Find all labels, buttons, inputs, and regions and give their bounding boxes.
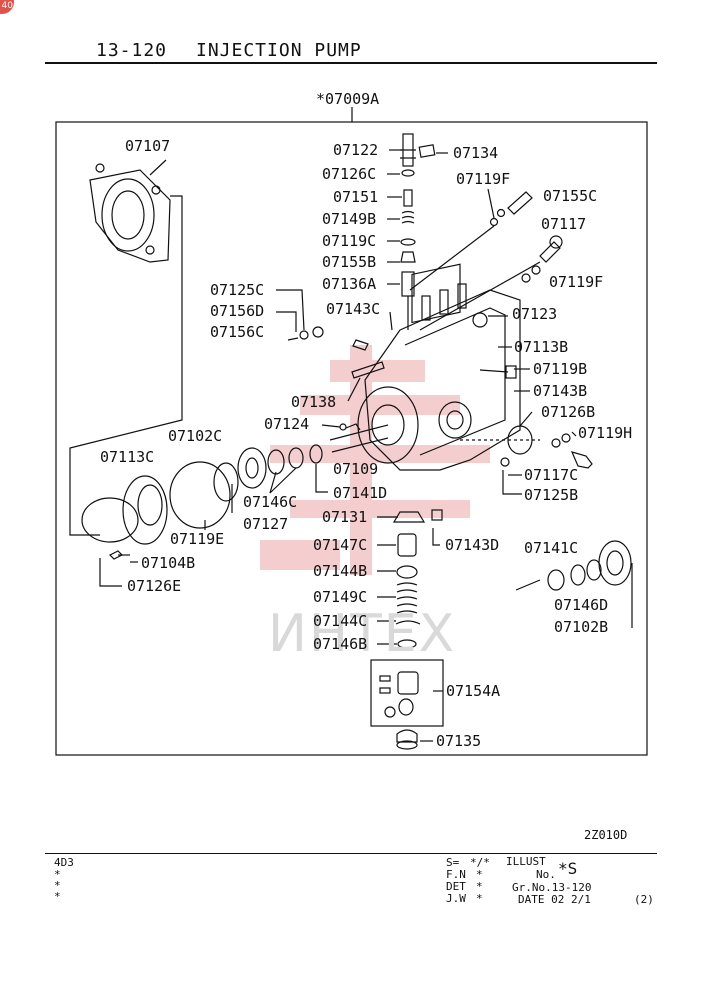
footer-rule (45, 853, 657, 854)
part-label: 07125C (210, 281, 265, 299)
header-rule (45, 62, 657, 64)
part-label: 07149C (313, 588, 368, 606)
part-label: 07146B (313, 635, 368, 653)
part-label: 07147C (313, 536, 368, 554)
date: DATE 02 2/1 (518, 893, 591, 906)
footer-row-val: */* (470, 856, 490, 869)
part-label: 07151 (333, 188, 379, 206)
leader-lines (99, 149, 577, 742)
part-label: 07156C (210, 323, 265, 341)
footer-left-code: 4D3 (54, 856, 74, 869)
part-label: 07146C (243, 493, 298, 511)
part-label: 07123 (512, 305, 558, 323)
part-label: 07119B (533, 360, 588, 378)
footer-left-mark: * (54, 890, 61, 903)
part-label: 07154A (446, 682, 501, 700)
part-label: 07126C (322, 165, 377, 183)
housing-07107 (69, 163, 183, 536)
part-label: 07136A (322, 275, 377, 293)
part-label: 07119F (549, 273, 604, 291)
corner-badge: 40 (0, 0, 14, 14)
part-label: 07102C (168, 427, 223, 445)
part-label: 07104B (141, 554, 196, 572)
part-label: 07149B (322, 210, 377, 228)
part-label: 07119C (322, 232, 377, 250)
group-number: Gr.No.13-120 (512, 881, 592, 894)
part-label: 07135 (436, 732, 482, 750)
footer-row-key: F.N (446, 868, 466, 881)
part-label: 07113C (100, 448, 155, 466)
footer-row-val: * (476, 868, 483, 881)
assembly-label: *07009A (316, 90, 380, 108)
part-label: 07119E (170, 530, 225, 548)
right-upper-parts (409, 191, 563, 331)
page-number: 13-120 (96, 40, 168, 61)
no-label: No. (536, 868, 556, 881)
footer-row-key: DET (446, 880, 466, 893)
assembly-frame (55, 107, 648, 756)
part-label: 07155B (322, 253, 377, 271)
part-label: 07156D (210, 302, 265, 320)
part-label: 07122 (333, 141, 379, 159)
part-label: 07119F (456, 170, 511, 188)
delivery-valve-stack (400, 133, 436, 330)
illust-no: *S (558, 859, 578, 878)
part-label: 07102B (554, 618, 609, 636)
part-label: 07138 (291, 393, 337, 411)
footer-row-key: J.W (446, 892, 466, 905)
part-label: 07143B (533, 382, 588, 400)
part-label: 07141C (524, 539, 579, 557)
footer-row-val: * (476, 892, 483, 905)
part-label: 07143C (326, 300, 381, 318)
part-label: 07107 (125, 137, 171, 155)
left-small-parts (287, 326, 385, 431)
part-label: 07127 (243, 515, 289, 533)
coupling-group (81, 444, 323, 560)
part-label: 07144B (313, 562, 368, 580)
pump-body (329, 263, 521, 471)
part-label: 07117 (541, 215, 587, 233)
footer-left-mark: * (54, 868, 61, 881)
part-label: 07126E (127, 577, 182, 595)
governor-column (370, 509, 444, 750)
illust-code: 2Z010D (584, 828, 628, 842)
footer-left-mark: * (54, 879, 61, 892)
part-label: 07124 (264, 415, 310, 433)
illust-label: ILLUST (506, 855, 546, 868)
part-label: 07125B (524, 486, 579, 504)
page-title: INJECTION PUMP (196, 40, 362, 61)
part-label: 07155C (543, 187, 598, 205)
part-label: 07119H (578, 424, 633, 442)
part-label: 07113B (514, 338, 569, 356)
part-label: 07146D (554, 596, 609, 614)
footer-row-key: S= (446, 856, 460, 869)
bearing-group (515, 540, 633, 628)
watermark-text: ИНТЕХ (268, 604, 457, 664)
part-label: 07117C (524, 466, 579, 484)
footer-row-val: * (476, 880, 483, 893)
sheet-number: (2) (634, 893, 654, 906)
part-label: 07143D (445, 536, 500, 554)
part-label: 07131 (322, 508, 368, 526)
part-label: 07141D (333, 484, 388, 502)
part-label: 07109 (333, 460, 379, 478)
part-label: 07144C (313, 612, 368, 630)
part-label: 07134 (453, 144, 499, 162)
part-label: 07126B (541, 403, 596, 421)
